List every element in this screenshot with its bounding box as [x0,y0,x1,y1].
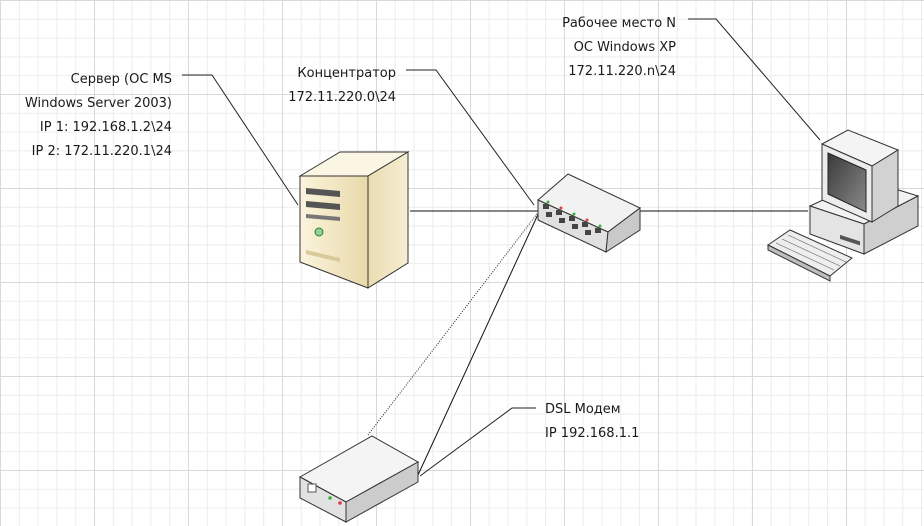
server-leader [182,74,299,206]
workstation-leader [688,18,821,141]
server-icon [298,151,410,289]
server-ip2-label: IP 2: 172.11.220.1\24 [31,144,172,159]
hub-label: Концентратор 172.11.220.0\24 [288,62,396,110]
modem-label: DSL Модем IP 192.168.1.1 [545,398,639,446]
server-label-line-2: Windows Server 2003) [24,96,172,111]
server-label: Сервер (ОС MS Windows Server 2003) IP 1:… [25,68,172,164]
modem-label-ip: IP 192.168.1.1 [545,426,640,441]
hub-label-network: 172.11.220.0\24 [288,90,396,105]
workstation-label-name: Рабочее место N [562,16,676,31]
leader-lines [182,18,821,477]
server-ip1-label: IP 1: 192.168.1.2\24 [39,120,172,135]
hub-label-name: Концентратор [297,66,396,81]
workstation-label-os: ОС Windows XP [573,40,676,55]
hub-leader [406,69,535,206]
workstation-label: Рабочее место N ОС Windows XP 172.11.220… [562,12,676,84]
modem-hub-link [417,209,541,476]
workstation-label-ip: 172.11.220.n\24 [568,64,676,79]
hub-icon [537,173,641,253]
modem-label-name: DSL Модем [545,402,621,417]
modem-icon [298,435,420,523]
server-label-line-1: Сервер (ОС MS [70,72,172,87]
workstation-icon [767,129,920,282]
connections [410,209,808,476]
modem-leader [419,407,536,477]
